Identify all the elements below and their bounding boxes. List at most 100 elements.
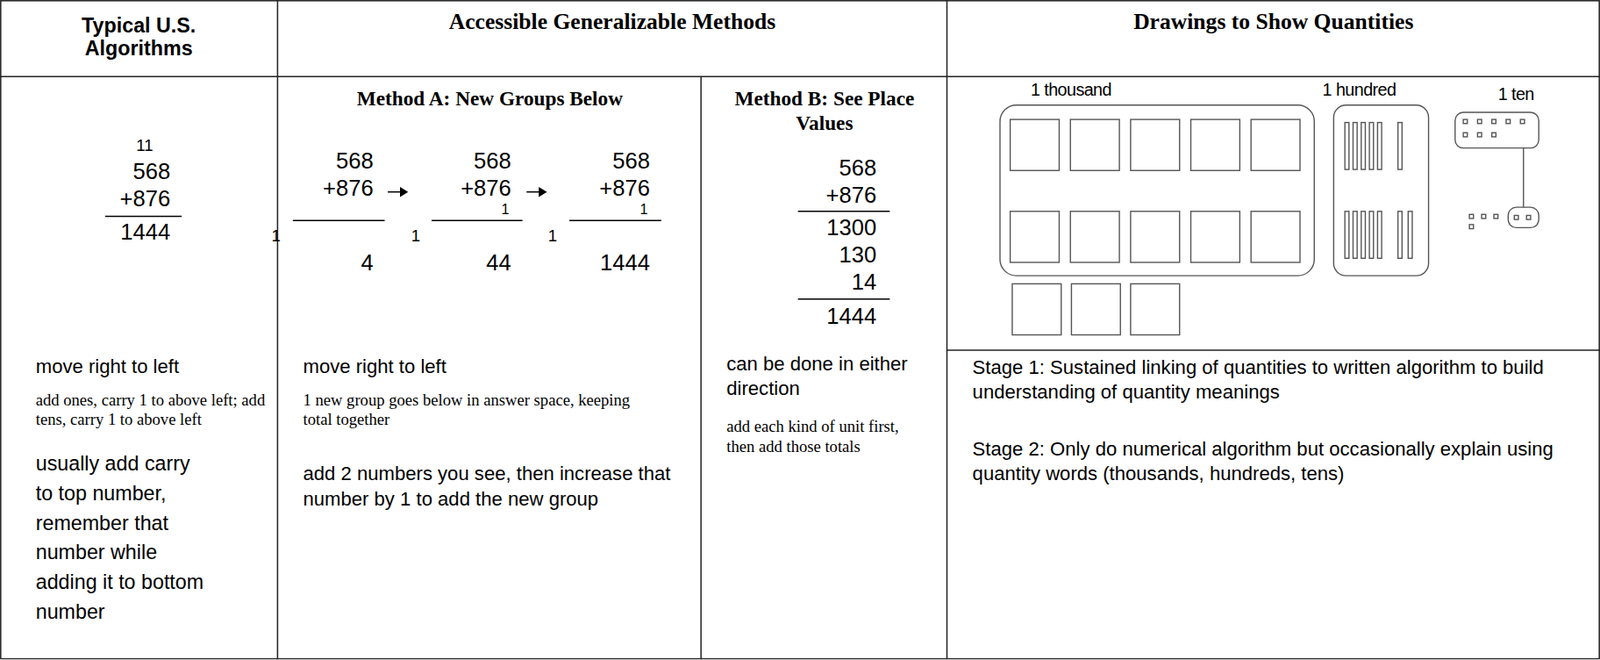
- digit-number: 44: [419, 250, 512, 276]
- ten-group: [1455, 112, 1539, 149]
- carry-digit: 1: [271, 226, 292, 244]
- digit-number: 1444: [78, 219, 172, 245]
- digit-number: 568: [557, 148, 650, 174]
- column-rule: [277, 0, 279, 659]
- hundred-bar: [1398, 211, 1403, 259]
- hundred-bar: [1398, 122, 1403, 171]
- method-heading: Method A: New Groups Below: [285, 85, 694, 111]
- one-dot: [1477, 132, 1482, 137]
- hundred-bar: [1369, 122, 1374, 171]
- thousand-block: [1130, 283, 1180, 335]
- hundred-bar: [1377, 211, 1382, 259]
- block-label: 1 thousand: [1030, 81, 1154, 101]
- method-note: move right to left: [35, 354, 272, 379]
- carry-digit: 1: [548, 226, 569, 244]
- one-dot: [1469, 214, 1474, 219]
- one-dot: [1514, 214, 1519, 220]
- digit-number: 568: [281, 148, 374, 174]
- thousand-group: [1000, 105, 1315, 276]
- arrow-head: [400, 186, 408, 198]
- row-rule: [947, 349, 1600, 351]
- block-label: 1 hundred: [1322, 81, 1436, 101]
- thousand-block: [1130, 211, 1180, 263]
- hundred-bar: [1407, 211, 1413, 259]
- one-dot: [1492, 119, 1497, 124]
- thousand-block: [1070, 211, 1120, 263]
- block-label: 1 ten: [1498, 85, 1580, 106]
- sum-line: [798, 298, 891, 300]
- column-header: Typical U.S. Algorithms: [47, 14, 231, 59]
- digit-number: 568: [785, 155, 878, 181]
- thousand-block: [1250, 119, 1300, 171]
- method-detail: add each kind of unit first, then add th…: [726, 416, 915, 458]
- stage-note: Stage 1: Sustained linking of quantities…: [972, 355, 1586, 404]
- thousand-block: [1012, 283, 1062, 335]
- hundred-bar: [1352, 122, 1358, 171]
- stage-note: Stage 2: Only do numerical algorithm but…: [972, 436, 1586, 486]
- one-dot: [1463, 119, 1468, 124]
- hundred-bar: [1344, 211, 1350, 259]
- thousand-block: [1191, 211, 1241, 263]
- digit-number: 14: [785, 269, 878, 295]
- sum-line: [431, 220, 523, 222]
- sum-line: [292, 220, 386, 222]
- column-header: Accessible Generalizable Methods: [306, 7, 919, 36]
- sum-line: [105, 215, 182, 218]
- thousand-block: [1191, 119, 1241, 171]
- one-dot: [1463, 132, 1468, 137]
- sum-line: [569, 220, 662, 222]
- digit-number: 568: [78, 157, 172, 184]
- one-dot: [1481, 214, 1486, 219]
- one-dot: [1520, 119, 1525, 124]
- column-header: Drawings to Show Quantities: [967, 7, 1580, 36]
- hundred-bar: [1361, 122, 1366, 171]
- hundred-group: [1333, 105, 1429, 276]
- digit-number: 11: [61, 136, 154, 156]
- digit-number: 1: [417, 200, 510, 218]
- digit-number: +876: [281, 175, 374, 201]
- digit-number: +876: [419, 175, 512, 201]
- header-rule: [0, 75, 1600, 78]
- digit-number: 4: [281, 250, 374, 276]
- thousand-block: [1010, 119, 1060, 171]
- one-dot: [1506, 119, 1511, 124]
- sum-line: [798, 210, 891, 213]
- method-detail: 1 new group goes below in answer space, …: [302, 389, 650, 429]
- method-note: can be done in either direction: [726, 351, 926, 400]
- ten-group-new: [1507, 207, 1539, 228]
- column-rule: [946, 0, 949, 659]
- thousand-block: [1250, 211, 1300, 263]
- one-dot: [1469, 224, 1474, 229]
- hundred-bar: [1352, 211, 1358, 259]
- digit-number: +876: [557, 175, 650, 201]
- column-rule: [700, 76, 702, 659]
- group-link: [1522, 148, 1524, 208]
- digit-number: 130: [785, 242, 878, 268]
- thousand-block: [1130, 119, 1180, 171]
- one-dot: [1493, 214, 1499, 219]
- thousand-block: [1071, 283, 1121, 335]
- digit-number: 1444: [785, 302, 878, 329]
- hundred-bar: [1361, 211, 1366, 259]
- digit-number: 1300: [785, 214, 878, 240]
- digit-number: 1444: [557, 250, 650, 276]
- carry-digit: 1: [411, 226, 432, 244]
- digit-number: +876: [785, 182, 878, 208]
- method-note: add 2 numbers you see, then increase tha…: [302, 461, 686, 512]
- method-heading: Method B: See Place Values: [732, 85, 916, 136]
- one-dot: [1492, 132, 1497, 137]
- method-note: usually add carry to top number, remembe…: [35, 449, 210, 627]
- digit-number: 1: [556, 200, 649, 218]
- digit-number: 568: [419, 148, 512, 174]
- method-note: move right to left: [302, 354, 691, 379]
- thousand-block: [1010, 211, 1060, 263]
- one-dot: [1477, 119, 1482, 124]
- thousand-block: [1070, 119, 1120, 171]
- one-dot: [1526, 214, 1531, 220]
- hundred-bar: [1344, 122, 1350, 171]
- hundred-bar: [1369, 211, 1374, 259]
- digit-number: +876: [78, 185, 172, 212]
- arrow-head: [538, 186, 547, 198]
